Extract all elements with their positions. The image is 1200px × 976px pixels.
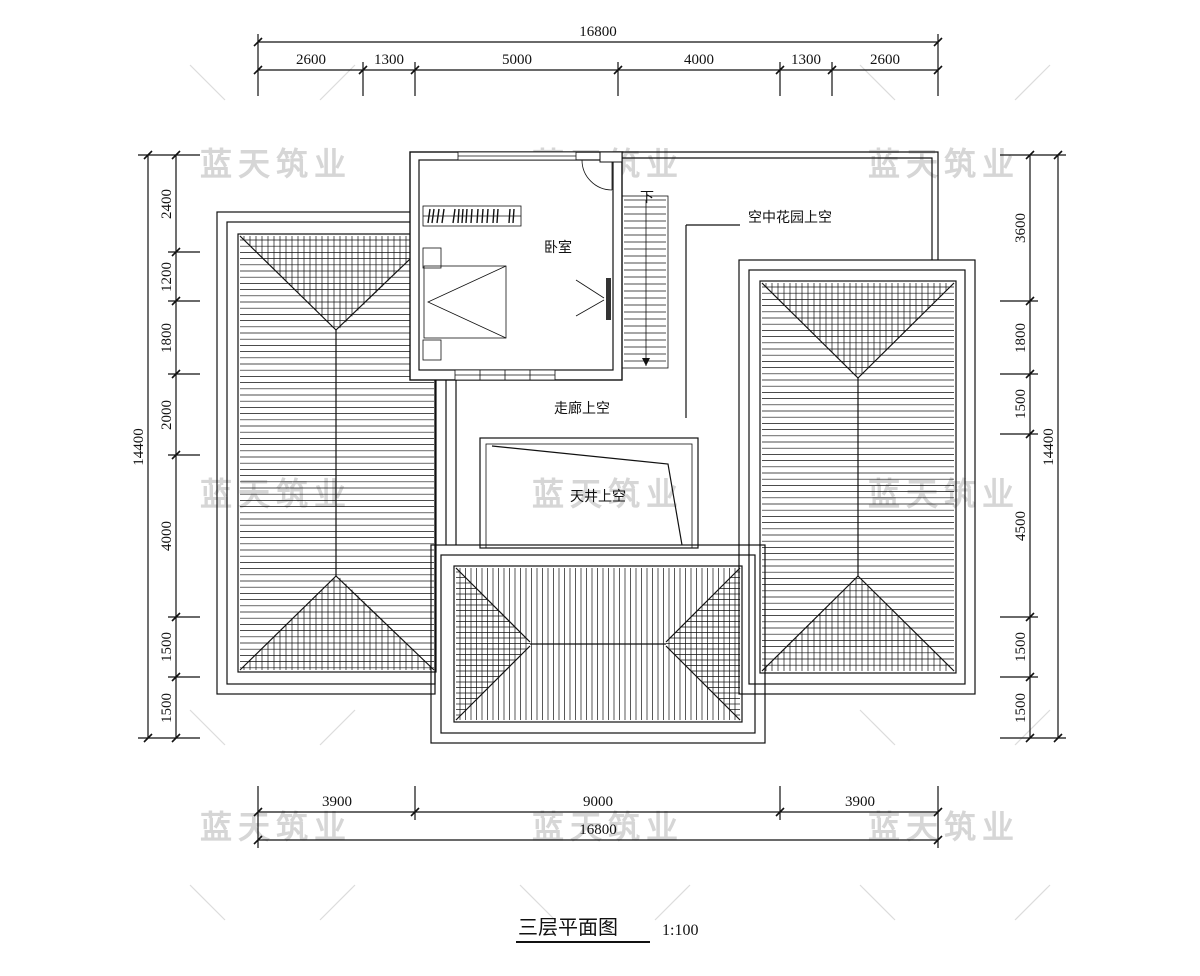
dim-top-seg: 1300	[791, 52, 821, 68]
dim-right-seg: 1500	[1013, 632, 1029, 662]
stair-down-label: 下	[640, 190, 654, 206]
right-roof	[738, 259, 976, 695]
left-roof	[216, 211, 437, 695]
tv-cabinet	[575, 278, 611, 320]
sky-garden-void	[622, 151, 939, 418]
bottom-roof	[430, 544, 766, 744]
dim-left-seg: 1500	[159, 632, 175, 662]
dim-top-seg: 2600	[296, 52, 326, 68]
staircase: 下	[621, 190, 669, 369]
dim-top-seg: 2600	[870, 52, 900, 68]
dim-right-seg: 1500	[1013, 389, 1029, 419]
watermark: 蓝天筑业	[200, 145, 352, 183]
dim-left-seg: 1800	[159, 323, 175, 353]
dim-bottom-seg: 3900	[845, 794, 875, 810]
bedroom-block: 卧室	[409, 151, 623, 381]
dim-top-seg: 4000	[684, 52, 714, 68]
wardrobe	[422, 205, 522, 227]
dim-left-seg: 2400	[159, 189, 175, 219]
top-dimensions: 16800 2600 1300 5000 4000 1300 2600	[253, 24, 943, 96]
dim-bottom-total: 16800	[579, 822, 617, 838]
room-label-courtyard: 天井上空	[570, 489, 626, 505]
dim-left-seg: 1500	[159, 693, 175, 723]
left-dimensions: 14400 2400 1200 1800 2000 4000 1500 1500	[131, 150, 200, 743]
dim-left-seg: 4000	[159, 521, 175, 551]
dim-bottom-seg: 9000	[583, 794, 613, 810]
dim-left-total: 14400	[131, 428, 147, 466]
room-label-sky-garden: 空中花园上空	[748, 210, 832, 226]
room-label-bedroom: 卧室	[544, 239, 572, 256]
drawing-scale: 1:100	[662, 922, 698, 939]
room-label-corridor: 走廊上空	[554, 400, 610, 417]
right-dimensions: 3600 1800 1500 4500 1500 1500 14400	[1000, 150, 1066, 743]
watermark: 蓝天筑业	[532, 475, 684, 513]
dim-top-seg: 5000	[502, 52, 532, 68]
watermark-marks	[189, 64, 1051, 921]
dim-right-seg: 1800	[1013, 323, 1029, 353]
dim-top-seg: 1300	[374, 52, 404, 68]
bed	[422, 247, 507, 361]
dim-top-total: 16800	[579, 24, 617, 40]
watermark: 蓝天筑业	[868, 475, 1020, 513]
dim-right-seg: 4500	[1013, 511, 1029, 541]
dim-bottom-seg: 3900	[322, 794, 352, 810]
dim-left-seg: 2000	[159, 400, 175, 430]
drawing-title-text: 三层平面图	[518, 915, 618, 939]
dim-right-total: 14400	[1041, 428, 1057, 466]
bottom-dimensions: 3900 9000 3900 16800	[253, 786, 943, 848]
dim-right-seg: 3600	[1013, 213, 1029, 243]
corridor-edges	[445, 380, 457, 545]
courtyard-void	[479, 437, 699, 549]
watermark: 蓝天筑业	[868, 145, 1020, 183]
drawing-title: 三层平面图 1:100	[516, 915, 698, 943]
dim-right-seg: 1500	[1013, 693, 1029, 723]
dim-left-seg: 1200	[159, 262, 175, 292]
